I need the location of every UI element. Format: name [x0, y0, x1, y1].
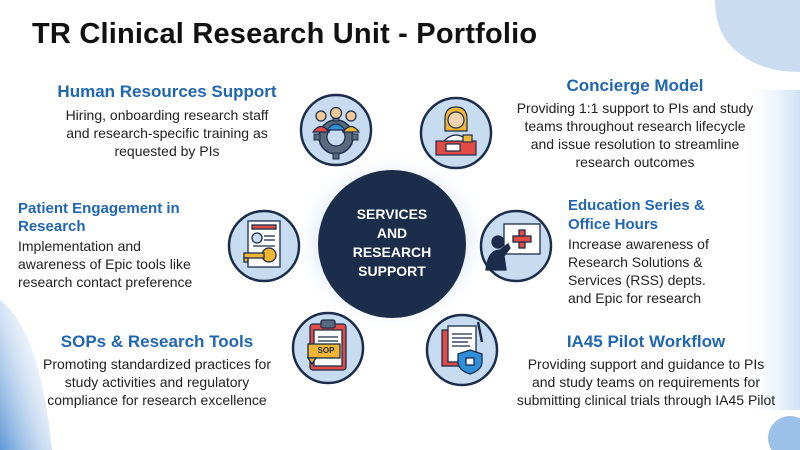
service-line: Providing support and guidance to PIs [527, 356, 765, 372]
corner-circle-bottom-right [768, 416, 800, 450]
service-line: awareness of Epic tools like [18, 256, 191, 272]
service-line: teams throughout research lifecycle [524, 118, 746, 134]
hub-line: SERVICES [356, 206, 428, 222]
service-line: Hiring, onboarding research staff [65, 107, 269, 123]
service-heading: SOPs & Research Tools [60, 332, 254, 351]
page-title: TR Clinical Research Unit - Portfolio [32, 18, 538, 50]
service-ia45-pilot-workflow: IA45 Pilot Workflow Providing support an… [500, 332, 792, 409]
service-line: Promoting standardized practices for [43, 356, 271, 372]
corner-shape-top-right [715, 0, 800, 72]
service-line: Increase awareness of [568, 236, 709, 252]
service-line: requested by PIs [114, 143, 220, 159]
sop-icon-label: SOP [317, 346, 335, 355]
service-line: Services (RSS) depts. [568, 272, 706, 288]
service-human-resources: Human Resources Support Hiring, onboardi… [36, 82, 298, 160]
certificate-key-icon [227, 209, 301, 283]
hub-line: RESEARCH [352, 244, 432, 260]
service-heading: Research [18, 218, 86, 235]
documents-shield-icon [425, 313, 499, 387]
corner-shape-bottom-left [0, 300, 52, 450]
service-line: research contact preference [18, 274, 193, 290]
service-line: study activities and regulatory [64, 374, 250, 390]
sop-clipboard-icon [291, 311, 365, 385]
service-education-series: Education Series & Office Hours Increase… [568, 196, 748, 307]
service-heading: Education Series & [568, 197, 705, 214]
team-gear-icon [299, 93, 373, 167]
service-heading: IA45 Pilot Workflow [566, 332, 726, 351]
service-concierge-model: Concierge Model Providing 1:1 support to… [500, 76, 770, 171]
service-patient-engagement: Patient Engagement in Research Implement… [18, 200, 228, 291]
hub-label: SERVICES AND RESEARCH SUPPORT [330, 205, 454, 281]
right-gradient-panel [740, 90, 800, 410]
service-line: and research-specific training as [66, 125, 268, 141]
service-heading: Concierge Model [566, 76, 704, 95]
service-heading: Office Hours [568, 216, 659, 233]
hub-line: SUPPORT [358, 263, 426, 279]
service-heading: Patient Engagement in [18, 200, 180, 217]
hub-line: AND [376, 225, 408, 241]
service-line: submitting clinical trials through IA45 … [516, 392, 776, 408]
service-heading: Human Resources Support [57, 82, 277, 101]
center-hub [318, 170, 466, 318]
service-line: compliance for research excellence [47, 392, 267, 408]
service-line: and Epic for research [568, 290, 702, 306]
presentation-board-icon [479, 209, 553, 283]
service-sops-research-tools: SOPs & Research Tools Promoting standard… [24, 332, 290, 409]
service-line: research outcomes [575, 154, 695, 170]
service-line: and issue resolution to streamline [530, 136, 740, 152]
service-line: Providing 1:1 support to PIs and study [516, 100, 754, 116]
concierge-desk-icon [419, 96, 493, 170]
service-line: Research Solutions & [568, 254, 703, 270]
service-line: and study teams on requirements for [531, 374, 760, 390]
service-line: Implementation and [18, 238, 141, 254]
